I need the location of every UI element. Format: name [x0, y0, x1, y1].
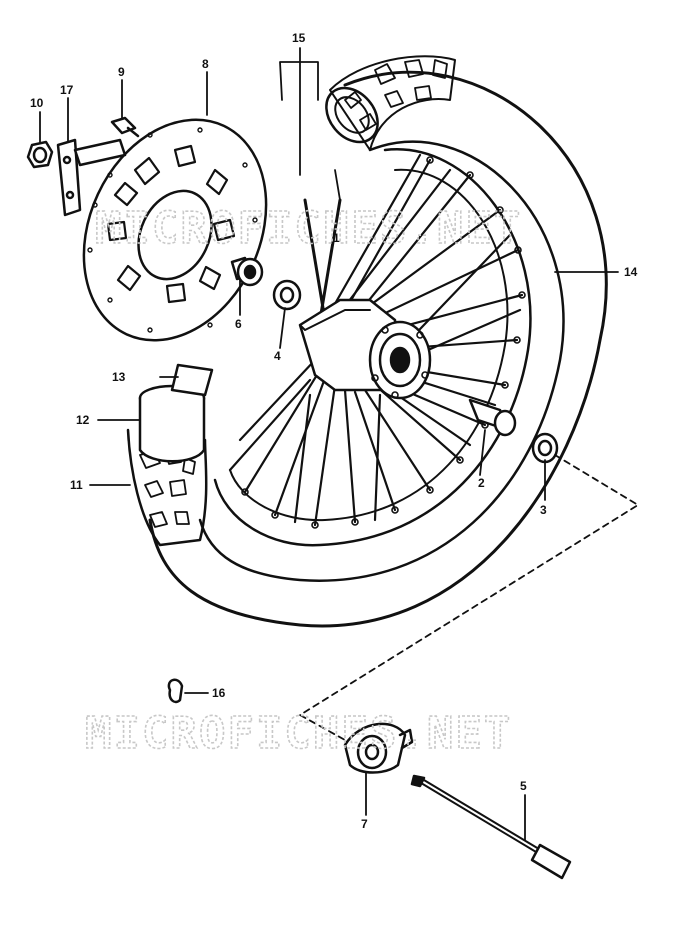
watermark-bottom: MICROFICHES.NET: [85, 708, 512, 759]
oil-seal: [531, 432, 559, 464]
callout-17: 17: [60, 83, 74, 97]
callout-1: 1: [333, 231, 340, 245]
callout-4: 4: [274, 349, 281, 363]
tube: [138, 384, 206, 463]
nut: [26, 140, 54, 169]
callout-3: 3: [540, 503, 547, 517]
spacer: [272, 279, 302, 311]
leader-lines: [39, 47, 639, 841]
brake-disc: [82, 118, 268, 342]
callout-12: 12: [76, 413, 90, 427]
callout-8: 8: [202, 57, 209, 71]
callout-15: 15: [292, 31, 306, 45]
clip: [167, 678, 184, 704]
callout-7: 7: [361, 817, 368, 831]
hub: [298, 298, 432, 400]
tire: [148, 55, 608, 628]
bearing: [468, 398, 517, 437]
speedometer-gearbox: [343, 722, 414, 774]
bracket: [56, 138, 127, 217]
callout-2: 2: [478, 476, 485, 490]
rim-band: [170, 363, 214, 397]
callout-10: 10: [30, 96, 44, 110]
callout-6: 6: [235, 317, 242, 331]
callout-11: 11: [70, 478, 83, 492]
disc-bolt: [230, 256, 264, 287]
callout-16: 16: [212, 686, 226, 700]
callout-9: 9: [118, 65, 125, 79]
callout-5: 5: [520, 779, 527, 793]
axle: [410, 774, 572, 880]
callout-13: 13: [112, 370, 126, 384]
bolt: [110, 116, 140, 138]
callout-14: 14: [624, 265, 638, 279]
watermark-top: MICROFICHES.NET: [95, 203, 522, 254]
